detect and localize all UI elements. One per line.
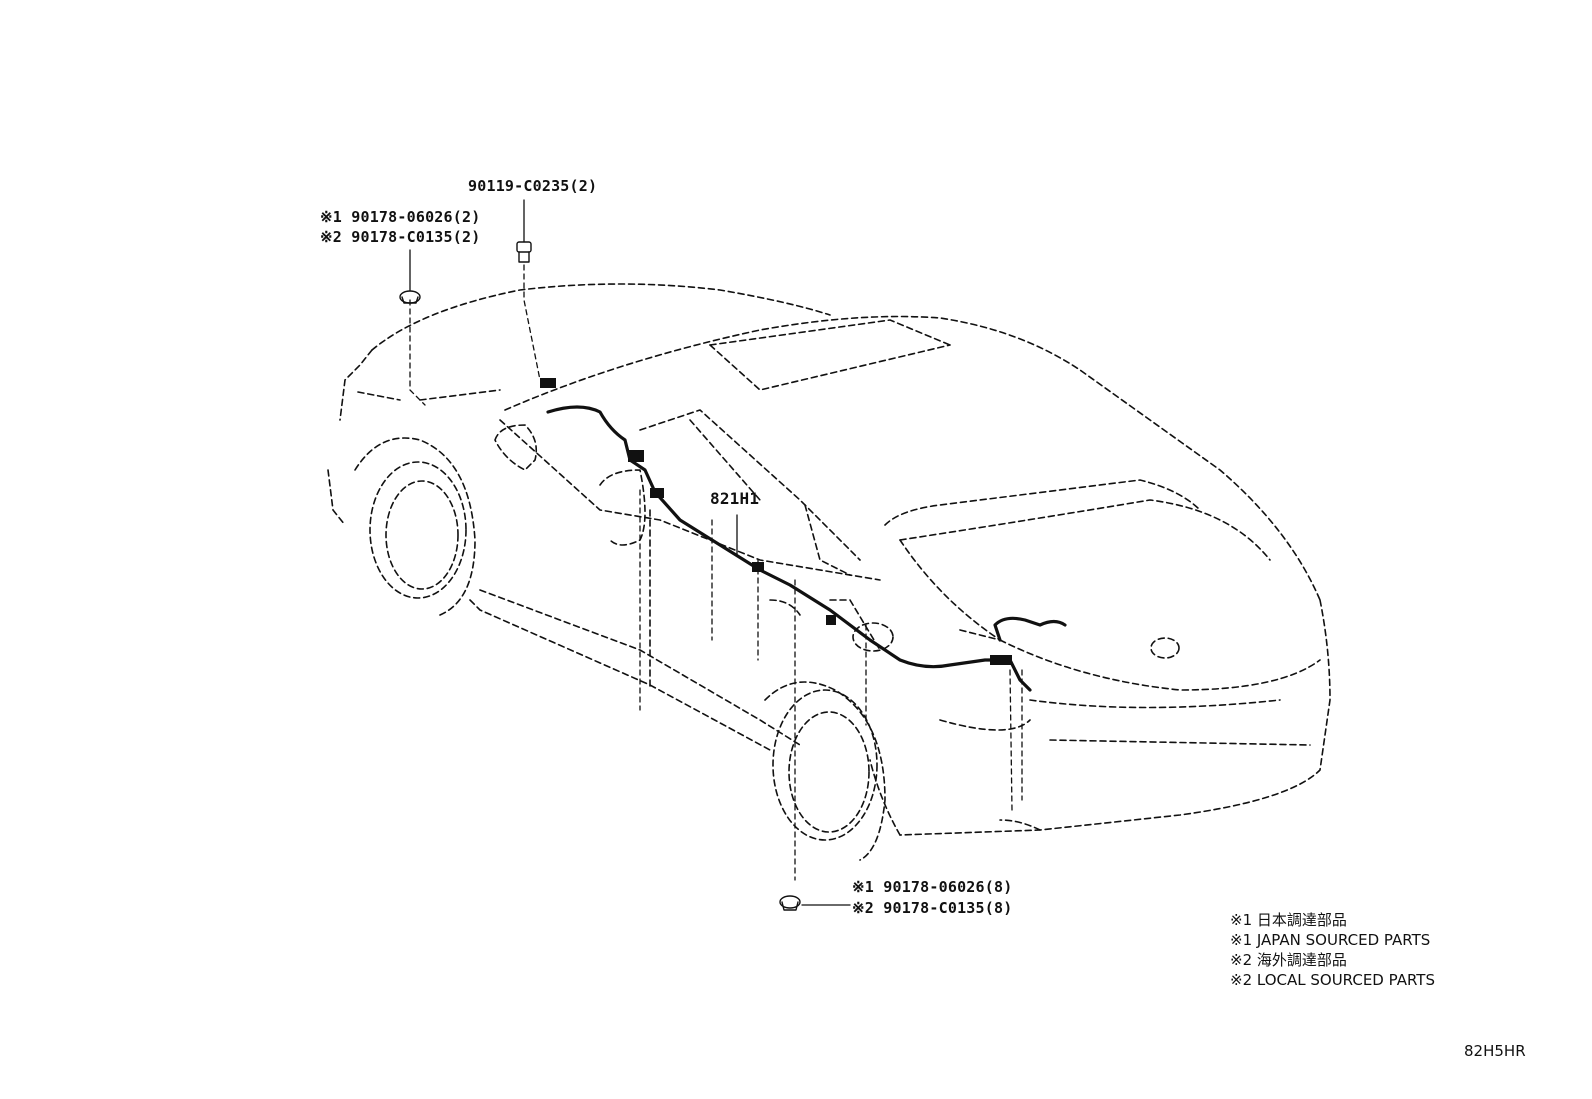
wire-harness <box>546 405 1067 692</box>
legend-item: ※1 日本調達部品 <box>1230 911 1347 929</box>
bottom-clip-label-2: ※2 90178-C0135(8) <box>852 899 1013 917</box>
rear-wheel <box>764 681 886 861</box>
legend-item: ※2 海外調達部品 <box>1230 951 1347 969</box>
bottom-clip-label-1: ※1 90178-06026(8) <box>852 878 1013 896</box>
top-bolt-leader <box>409 199 851 906</box>
clip-icon-bottom <box>779 895 801 911</box>
clip-icon-top-left <box>399 290 421 304</box>
bolt-icon-top <box>516 241 532 263</box>
front-wheel <box>354 437 476 616</box>
top-left-clip-label-1: ※1 90178-06026(2) <box>320 208 481 226</box>
side-mirror <box>494 424 538 471</box>
fuel-lid <box>852 622 894 652</box>
harness-connectors <box>540 378 1012 665</box>
harness-part-label: 821H1 <box>710 489 760 508</box>
rear-emblem <box>1150 637 1180 659</box>
legend-item: ※1 JAPAN SOURCED PARTS <box>1230 931 1431 949</box>
car-body-outline <box>327 283 1331 836</box>
fastener-leaders <box>409 264 1023 881</box>
top-bolt-label: 90119-C0235(2) <box>468 177 598 195</box>
top-left-clip-label-2: ※2 90178-C0135(2) <box>320 228 481 246</box>
illustration-code: 82H5HR <box>1464 1042 1526 1060</box>
legend-item: ※2 LOCAL SOURCED PARTS <box>1230 971 1435 989</box>
